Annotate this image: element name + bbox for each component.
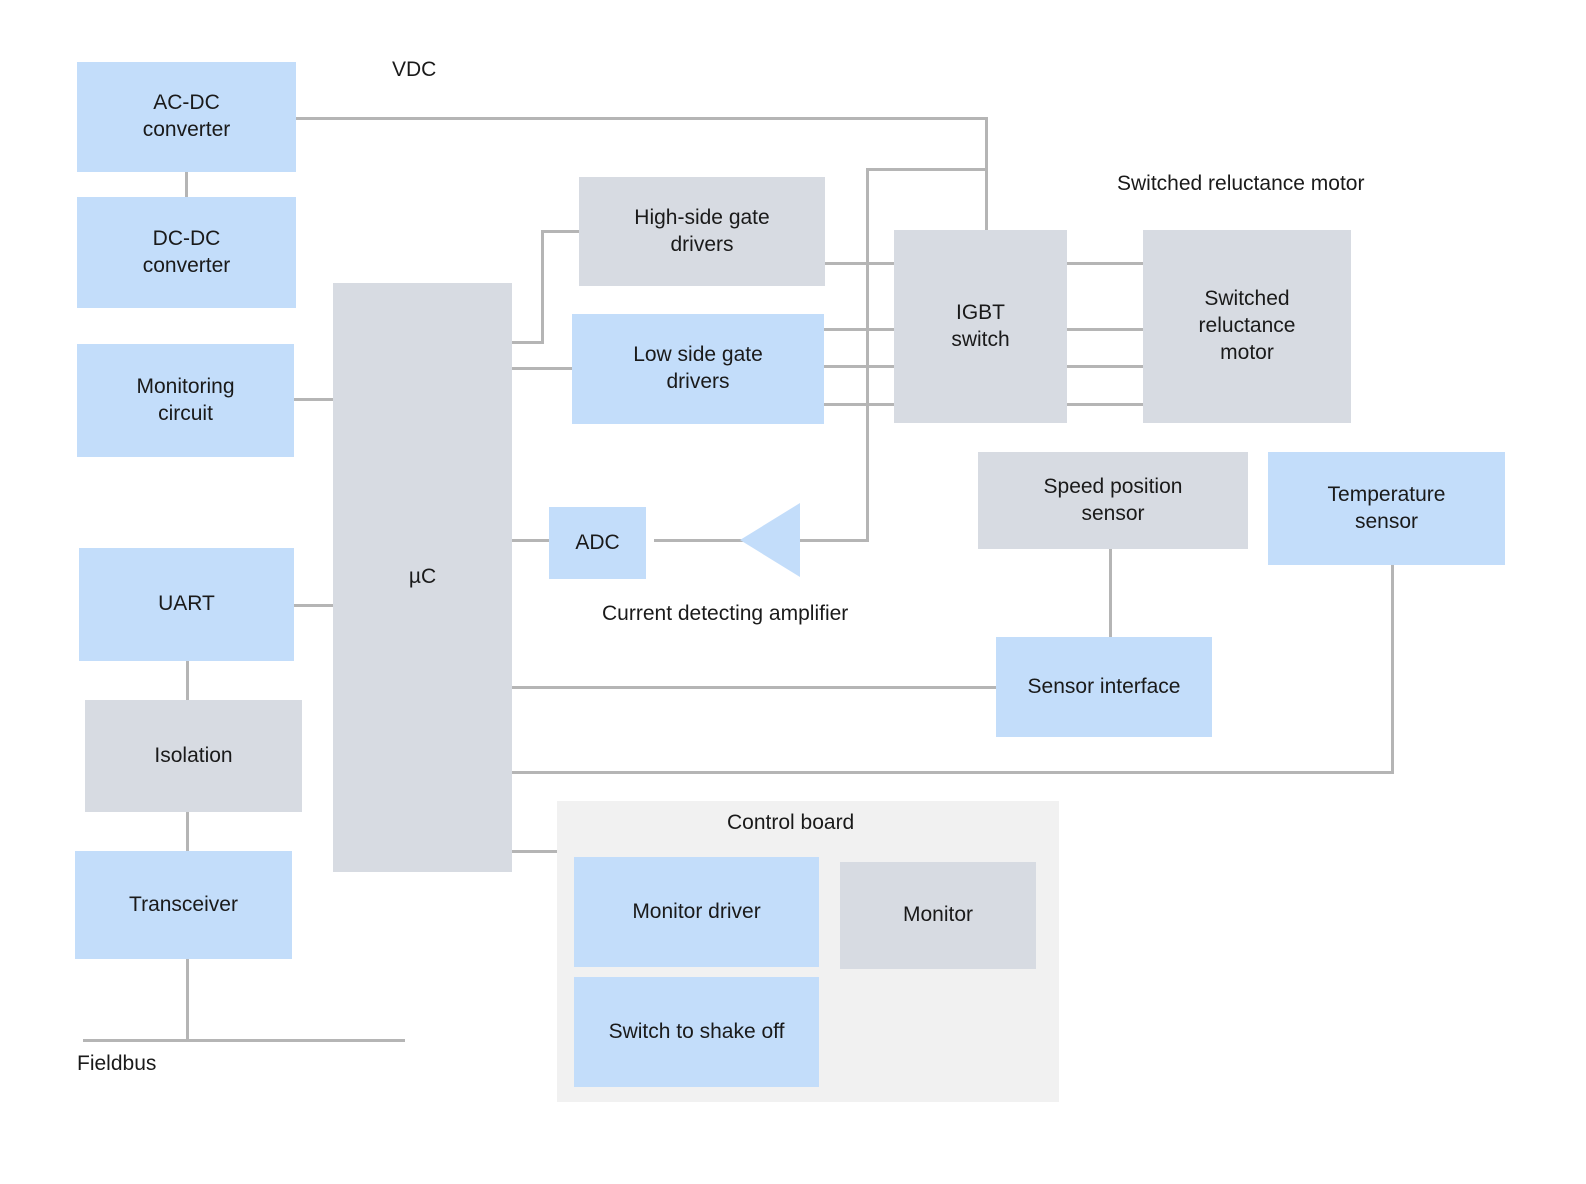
block-monitor[interactable]: Monitor (840, 862, 1036, 969)
block-label: Speed position sensor (1043, 474, 1183, 525)
wire-fieldbus-bus (83, 1039, 405, 1042)
wire-lowside-to-igbt-3 (824, 403, 900, 406)
block-label: Isolation (154, 743, 233, 767)
label-vdc: VDC (392, 58, 437, 81)
wire-lowside-to-igbt-1 (824, 328, 900, 331)
block-label: Low side gate drivers (633, 343, 763, 393)
wire-igbt-to-motor-1 (1065, 262, 1147, 265)
wire-uc-to-control-board (510, 850, 560, 853)
wire-uart-to-uc (294, 604, 334, 607)
wire-uc-to-sensor-interface (510, 686, 1000, 689)
wire-current-sense-to-amplifier (798, 539, 868, 542)
label-switched-reluctance-motor-group: Switched reluctance motor (1117, 172, 1365, 195)
wire-igbt-to-motor-4 (1065, 403, 1147, 406)
block-switch-to-shake-off[interactable]: Switch to shake off (574, 977, 819, 1087)
block-label: Monitor driver (632, 899, 761, 923)
wire-igbt-top-stub (985, 168, 988, 232)
wire-vdc-to-igbt-top (866, 168, 988, 171)
wire-igbt-to-motor-3 (1065, 365, 1147, 368)
wire-uart-to-isolation (186, 660, 189, 702)
block-low-side-gate-drivers[interactable]: Low side gate drivers (572, 314, 824, 424)
wire-uc-to-lowside (510, 367, 582, 370)
wire-current-sense-vertical (866, 168, 869, 542)
block-dc-dc-converter[interactable]: DC-DC converter (77, 197, 296, 308)
wire-adc-to-amplifier (654, 539, 744, 542)
block-label: AC-DC converter (142, 91, 231, 141)
block-monitor-driver[interactable]: Monitor driver (574, 857, 819, 967)
control-board-title: Control board (727, 811, 855, 834)
wire-igbt-to-motor-2 (1065, 328, 1147, 331)
wire-uc-to-highside-b (541, 230, 544, 344)
block-switched-reluctance-motor[interactable]: Switched reluctance motor (1143, 230, 1351, 423)
block-label: UART (158, 592, 215, 616)
wire-lowside-to-igbt-2 (824, 365, 900, 368)
block-speed-position-sensor[interactable]: Speed position sensor (978, 452, 1248, 549)
block-label: Transceiver (129, 892, 238, 916)
wire-uc-to-adc (510, 539, 560, 542)
block-igbt-switch[interactable]: IGBT switch (894, 230, 1067, 423)
label-fieldbus: Fieldbus (77, 1052, 157, 1075)
block-label: Sensor interface (1027, 674, 1181, 698)
wire-monitoring-to-uc (294, 398, 334, 401)
block-high-side-gate-drivers[interactable]: High-side gate drivers (579, 177, 825, 286)
wire-speed-sensor-to-interface (1109, 548, 1112, 638)
block-label: Temperature sensor (1327, 482, 1446, 533)
block-sensor-interface[interactable]: Sensor interface (996, 637, 1212, 737)
block-temperature-sensor[interactable]: Temperature sensor (1268, 452, 1505, 565)
block-isolation[interactable]: Isolation (85, 700, 302, 812)
block-transceiver[interactable]: Transceiver (75, 851, 292, 959)
block-label: IGBT switch (951, 300, 1010, 351)
block-label: High-side gate drivers (634, 205, 770, 256)
block-uart[interactable]: UART (79, 548, 294, 661)
block-monitoring-circuit[interactable]: Monitoring circuit (77, 344, 294, 457)
block-adc[interactable]: ADC (549, 507, 646, 579)
block-label: ADC (575, 530, 620, 554)
wire-uc-to-highside-c (541, 230, 581, 233)
block-label: Switch to shake off (608, 1019, 785, 1043)
current-detecting-amplifier-icon (740, 503, 800, 577)
wire-uc-to-highside-a (510, 341, 544, 344)
block-label: DC-DC converter (142, 226, 231, 277)
wire-transceiver-to-fieldbus (186, 958, 189, 1040)
block-label: Monitor (902, 903, 974, 927)
wire-temperature-sensor-drop (1391, 564, 1394, 774)
block-label: Monitoring circuit (136, 374, 235, 425)
block-label: µC (408, 565, 437, 589)
wire-acdc-to-dcdc (185, 171, 188, 200)
label-current-detecting-amplifier: Current detecting amplifier (602, 602, 849, 625)
wire-vdc-horizontal (296, 117, 988, 120)
block-ac-dc-converter[interactable]: AC-DC converter (77, 62, 296, 172)
wire-isolation-to-transceiver (186, 810, 189, 854)
wire-uc-to-temperature-sensor (510, 771, 1394, 774)
block-microcontroller[interactable]: µC (333, 283, 512, 872)
wire-highside-to-igbt-1 (824, 262, 900, 265)
block-label: Switched reluctance motor (1198, 287, 1296, 364)
